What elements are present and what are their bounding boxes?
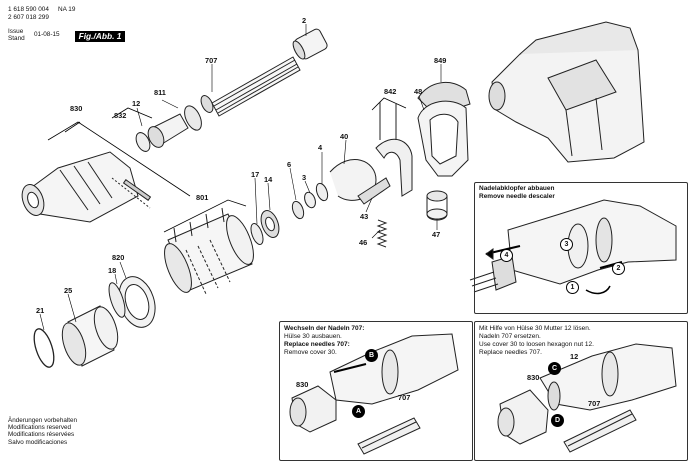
needles-a-line3: Replace needles 707: <box>284 341 350 348</box>
label-part-18: 18 <box>108 266 117 275</box>
footer-line-fr: Modifications réservées <box>8 431 75 439</box>
label-part-2: 2 <box>302 16 307 25</box>
part-801-holder <box>164 213 254 295</box>
label-part-40: 40 <box>340 132 349 141</box>
needles-a-label-830: 830 <box>296 380 309 389</box>
label-part-707: 707 <box>205 56 218 65</box>
panel-remove-descaler <box>474 182 688 314</box>
label-part-4: 4 <box>318 143 323 152</box>
label-part-801: 801 <box>196 193 209 202</box>
part-46 <box>376 219 388 248</box>
step-1-callout: 1 <box>566 281 579 294</box>
needles-b-label-830: 830 <box>527 373 540 382</box>
label-part-17: 17 <box>251 170 260 179</box>
needles-a-label-707: 707 <box>398 393 411 402</box>
footer-line-es: Salvo modificaciones <box>8 438 68 446</box>
step-3-callout: 3 <box>560 238 573 251</box>
footer-line-de: Änderungen vorbehalten <box>8 417 77 424</box>
part-21 <box>33 328 55 368</box>
step-4-callout: 4 <box>500 249 513 262</box>
panel-needles-b-sketch <box>497 343 677 453</box>
label-part-43: 43 <box>360 212 369 221</box>
label-part-14: 14 <box>264 175 273 184</box>
label-part-48: 48 <box>414 87 423 96</box>
part-40 <box>329 159 377 201</box>
part-number-1: 1 618 590 004 <box>8 6 49 13</box>
label-part-21: 21 <box>36 306 45 315</box>
footer-line-en: Modifications reserved <box>8 424 71 432</box>
part-2-sleeve <box>292 28 328 60</box>
label-part-6: 6 <box>287 160 292 169</box>
panel-replace-needles-a <box>279 321 473 461</box>
na-code: NA 19 <box>58 6 76 13</box>
label-part-842: 842 <box>384 87 397 96</box>
descaler-title-en: Remove needle descaler <box>479 193 555 200</box>
needles-a-line2: Hülse 30 ausbauen. <box>284 333 342 340</box>
label-part-25: 25 <box>64 286 73 295</box>
step-c-callout: C <box>548 362 561 375</box>
label-part-832: 832 <box>114 111 127 120</box>
needles-b-line4: Replace needles 707. <box>479 349 542 356</box>
part-12-nut <box>135 113 189 152</box>
label-part-12: 12 <box>132 99 141 108</box>
hammer-tool-body <box>488 21 645 163</box>
needles-b-label-707: 707 <box>588 399 601 408</box>
part-number-2: 2 607 018 299 <box>8 14 49 21</box>
part-43 <box>357 177 391 205</box>
step-d-callout: D <box>551 414 564 427</box>
part-811 <box>184 105 202 131</box>
label-part-830: 830 <box>70 104 83 113</box>
panel-needles-a-sketch <box>289 333 459 455</box>
descaler-title-de: Nadelabklopfer abbauen <box>479 185 555 192</box>
needles-b-label-12: 12 <box>570 352 579 361</box>
label-part-849: 849 <box>434 56 447 65</box>
step-a-callout: A <box>352 405 365 418</box>
part-6 <box>291 200 305 220</box>
part-707-needles <box>211 56 301 117</box>
label-part-820: 820 <box>112 253 125 262</box>
part-848-handle <box>417 82 471 177</box>
part-25-collar <box>61 305 119 367</box>
panel-descaler-sketch <box>469 199 677 295</box>
panel-replace-needles-b <box>474 321 688 461</box>
step-2-callout: 2 <box>612 262 625 275</box>
stand-label: Stand <box>8 35 25 42</box>
label-part-811: 811 <box>154 88 166 97</box>
part-4 <box>315 182 329 202</box>
footer-notes: Änderungen vorbehalten Modifications res… <box>8 417 77 446</box>
step-b-callout: B <box>365 349 378 362</box>
part-3 <box>304 191 316 209</box>
needles-a-line4: Remove cover 30. <box>284 349 337 356</box>
needles-a-line1: Wechseln der Nadeln 707: <box>284 325 365 332</box>
issue-date: 01-08-15 <box>34 31 60 38</box>
figure-label: Fig./Abb. 1 <box>75 31 125 42</box>
needles-b-line3: Use cover 30 to loosen hexagon nut 12. <box>479 341 594 348</box>
needles-b-line2: Nadeln 707 ersetzen. <box>479 333 541 340</box>
label-part-47: 47 <box>432 230 441 239</box>
part-842 <box>375 138 413 197</box>
issue-label: Issue <box>8 28 24 35</box>
needles-b-line1: Mit Hilfe von Hülse 30 Mutter 12 lösen. <box>479 325 591 332</box>
label-part-46: 46 <box>359 238 368 247</box>
label-part-3: 3 <box>302 173 307 182</box>
part-47-knob <box>426 190 448 221</box>
part-830-housing <box>21 151 152 223</box>
part-17 <box>250 223 264 245</box>
part-18 <box>108 282 126 318</box>
